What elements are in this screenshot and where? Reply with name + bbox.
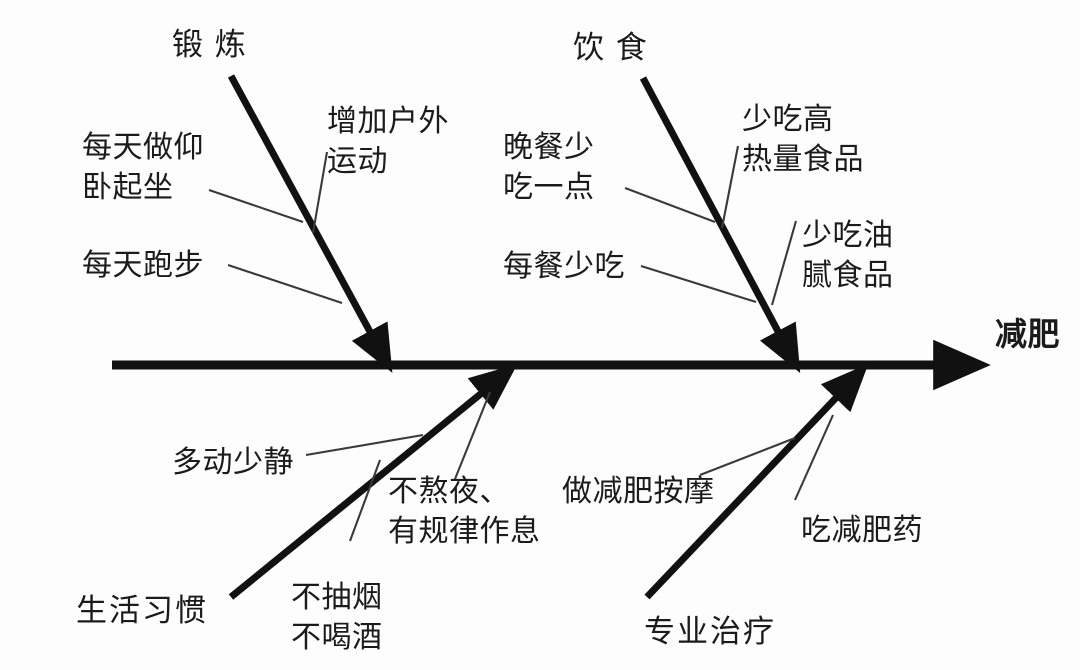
cause-label-slimming-massage: 做减肥按摩 bbox=[562, 475, 715, 508]
twig-line-no-smoke-drink bbox=[349, 459, 381, 542]
cause-label-diet-pills: 吃减肥药 bbox=[801, 514, 923, 547]
category-label-exercise: 锻 炼 bbox=[172, 27, 248, 62]
bone-line-treatment bbox=[644, 363, 869, 600]
cause-label-no-smoke-drink: 不抽烟 不喝酒 bbox=[291, 581, 383, 654]
twig-line-less-oily bbox=[770, 220, 798, 306]
twig-line-sit-ups bbox=[208, 189, 304, 223]
effect-head-label: 减肥 bbox=[995, 316, 1061, 352]
bone-line-lifestyle bbox=[228, 363, 518, 600]
twig-line-less-each-meal bbox=[640, 264, 757, 304]
twig-line-diet-pills bbox=[794, 414, 834, 501]
cause-label-regular-sleep: 不熬夜、 有规律作息 bbox=[388, 475, 541, 548]
cause-label-move-more: 多动少静 bbox=[172, 446, 294, 479]
cause-label-sit-ups: 每天做仰 卧起坐 bbox=[82, 131, 204, 204]
cause-label-light-dinner: 晚餐少 吃一点 bbox=[503, 131, 595, 204]
twig-line-regular-sleep bbox=[454, 391, 491, 480]
cause-label-less-each-meal: 每餐少吃 bbox=[503, 250, 625, 283]
twig-line-move-more bbox=[305, 433, 424, 457]
bone-line-diet bbox=[639, 76, 801, 374]
twig-line-slimming-massage bbox=[699, 437, 796, 476]
twig-line-daily-run bbox=[227, 264, 343, 304]
cause-label-less-oily: 少吃油 腻食品 bbox=[802, 219, 894, 292]
category-label-treatment: 专业治疗 bbox=[644, 614, 776, 649]
category-label-diet: 饮 食 bbox=[573, 30, 649, 65]
cause-label-outdoor-sport: 增加户外 运动 bbox=[327, 105, 449, 178]
twig-line-low-calorie bbox=[720, 145, 740, 229]
twig-line-light-dinner bbox=[624, 187, 716, 223]
bone-line-exercise bbox=[227, 74, 393, 373]
cause-label-daily-run: 每天跑步 bbox=[82, 249, 204, 282]
twig-line-outdoor-sport bbox=[311, 151, 329, 234]
category-label-lifestyle: 生活习惯 bbox=[76, 593, 208, 628]
cause-label-low-calorie: 少吃高 热量食品 bbox=[742, 103, 864, 176]
